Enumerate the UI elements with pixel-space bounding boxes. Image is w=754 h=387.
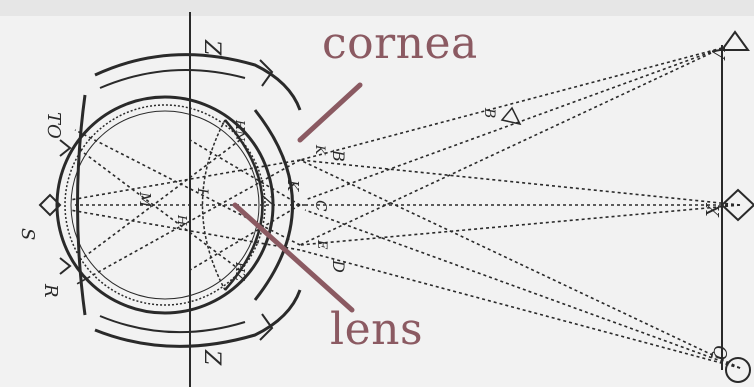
letter-left-mid: S xyxy=(17,228,38,240)
letter-inner-bottom2: E xyxy=(314,239,329,250)
letter-inner-x: I xyxy=(194,187,210,194)
letter-mid-top: B xyxy=(481,107,497,118)
letter-center: C xyxy=(312,200,330,212)
letter-left-bottom: R xyxy=(40,283,61,298)
letter-inner-left: M xyxy=(136,191,154,208)
top-strip xyxy=(0,0,754,16)
letter-right-bottom: Q xyxy=(709,345,730,360)
letter-inner-right-bottom: HZ xyxy=(233,261,247,281)
letter-inner-z: Z xyxy=(258,194,274,205)
letter-bottom-axis: Z xyxy=(199,349,224,366)
letter-inner-bottom: D xyxy=(329,259,348,273)
letter-inner-x2: H xyxy=(175,214,189,226)
letter-right-top: V xyxy=(707,46,728,61)
letter-inner-mid: K xyxy=(284,179,302,192)
cornea-label: cornea xyxy=(322,22,478,66)
letter-inner-top: B xyxy=(329,149,348,162)
letter-top-axis: Z xyxy=(199,39,224,56)
letter-inner-right-top: HN xyxy=(233,119,247,141)
letter-inner-top2: K xyxy=(312,144,327,156)
letter-left-top: TO xyxy=(43,112,64,139)
lens-label: lens xyxy=(330,308,423,352)
letter-right-mid: X xyxy=(701,202,722,218)
